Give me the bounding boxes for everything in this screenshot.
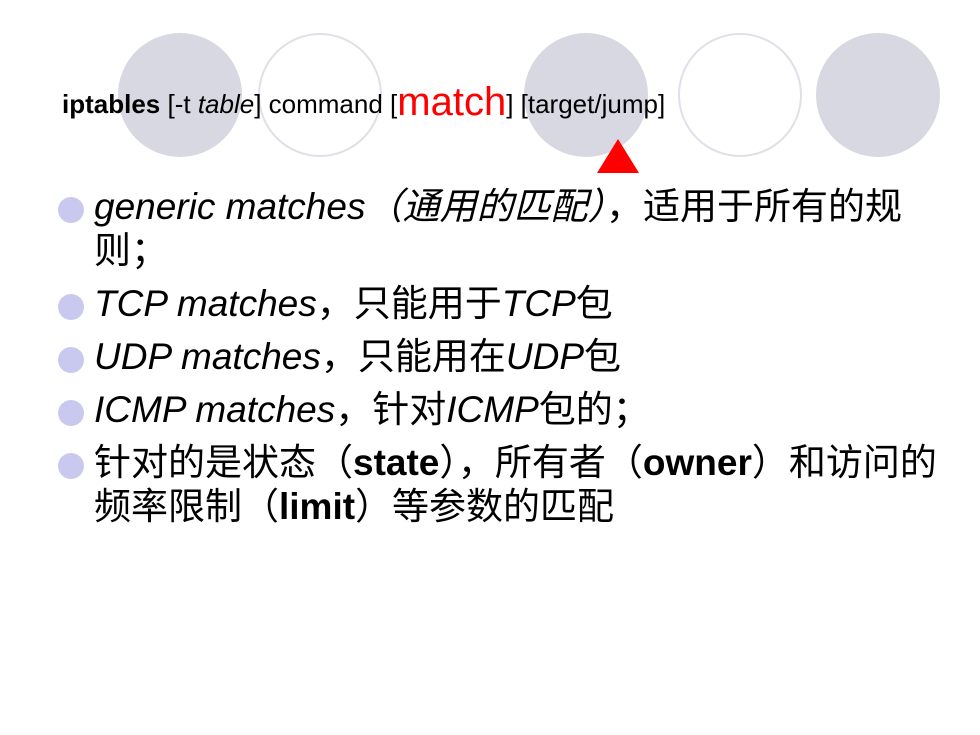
decor-circle-2 xyxy=(258,33,382,157)
item-term-2: ICMP xyxy=(446,389,539,430)
title-tail: ] [target/jump] xyxy=(506,89,666,119)
item-text-2: 包的； xyxy=(538,388,650,431)
list-item: ICMP matches，针对ICMP包的； xyxy=(58,388,938,432)
decor-circle-5 xyxy=(816,33,940,157)
slide-title: iptables [-t table] command [match] [tar… xyxy=(62,80,665,125)
bullet-dot-icon xyxy=(58,294,84,320)
title-table: table xyxy=(197,89,255,119)
item-keyword-limit: limit xyxy=(279,486,356,527)
title-part-2: ] command [ xyxy=(254,89,398,119)
bullet-dot-icon xyxy=(58,197,84,223)
list-item: UDP matches，只能用在UDP包 xyxy=(58,335,938,379)
bullet-dot-icon xyxy=(58,347,84,373)
decor-circle-1 xyxy=(118,33,242,157)
bullet-dot-icon xyxy=(58,400,84,426)
title-match-highlight: match xyxy=(397,80,507,124)
item-text-2: 包 xyxy=(584,335,621,378)
list-item: generic matches（通用的匹配），适用于所有的规则； xyxy=(58,185,938,273)
item-term: ICMP matches xyxy=(94,389,336,430)
item-term-2: UDP xyxy=(505,336,584,377)
item-text-4: ）等参数的匹配 xyxy=(355,485,615,528)
item-text: ，适用于所有的规则； xyxy=(94,185,902,272)
item-text-2: 包 xyxy=(575,282,613,325)
item-term-2: TCP xyxy=(501,283,576,324)
item-note: （通用的匹配） xyxy=(365,185,606,228)
title-part-1: [-t xyxy=(160,89,198,119)
item-keyword-owner: owner xyxy=(642,442,752,483)
bullet-list: generic matches（通用的匹配），适用于所有的规则； TCP mat… xyxy=(58,185,938,529)
item-term: generic matches xyxy=(94,186,366,227)
item-term: UDP matches xyxy=(94,336,321,377)
item-keyword-state: state xyxy=(353,442,440,483)
item-text: ，针对 xyxy=(335,388,447,431)
title-command: iptables xyxy=(62,89,161,119)
item-text: ，只能用在 xyxy=(320,335,506,378)
item-text-2: ），所有者（ xyxy=(439,441,643,484)
list-item: TCP matches，只能用于TCP包 xyxy=(58,282,938,326)
decor-circle-4 xyxy=(678,33,802,157)
item-term: TCP matches xyxy=(94,283,317,324)
item-text-3: ）和访问的频率限制（ xyxy=(94,441,937,528)
decor-circle-3 xyxy=(524,33,648,157)
list-item: 针对的是状态（state），所有者（owner）和访问的频率限制（limit）等… xyxy=(58,441,938,529)
up-arrow-icon xyxy=(597,139,639,173)
item-text: 针对的是状态（ xyxy=(94,441,353,484)
item-text: ，只能用于 xyxy=(316,282,502,325)
bullet-dot-icon xyxy=(58,453,84,479)
